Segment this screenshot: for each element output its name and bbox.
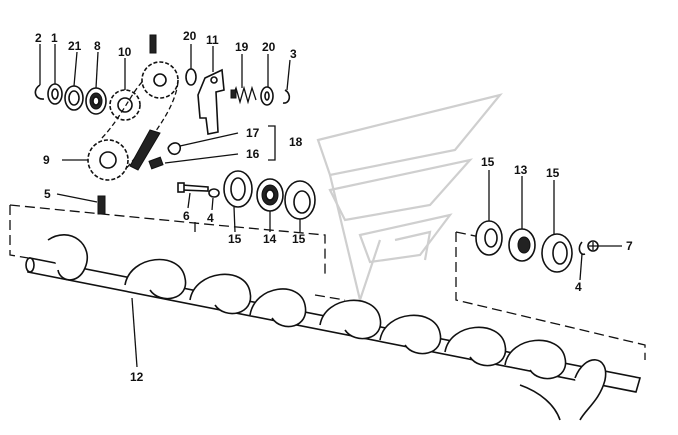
callout-15b: 15 [292,232,306,246]
callout-19: 19 [235,40,249,54]
nut-4a [208,188,220,198]
callout-15a: 15 [228,232,242,246]
callout-17: 17 [246,126,260,140]
callout-11: 11 [206,33,219,47]
auger-flights [47,234,607,421]
washer-20a [185,68,197,86]
watermark-logo [316,93,503,304]
callout-15c: 15 [481,155,495,169]
nut-4b [578,241,586,256]
callout-18: 18 [289,135,303,149]
callout-20b: 20 [262,40,276,54]
callout-21: 21 [68,39,82,53]
tensioner-arm-11 [197,68,225,135]
callout-16: 16 [246,147,260,161]
callout-14: 14 [263,232,277,246]
flange-15c [475,220,503,256]
pin-5 [97,195,106,215]
callout-13: 13 [514,163,528,177]
callout-2: 2 [35,31,42,45]
sprocket-10 [109,89,141,121]
sprocket-upper [141,61,179,99]
callout-4b: 4 [575,280,582,294]
bearing-8 [85,87,107,115]
flange-15a [223,170,253,208]
chain-link-17 [167,142,182,156]
flange-15b [284,180,316,220]
callout-7: 7 [626,239,633,253]
bearing-14 [256,178,284,212]
callout-12: 12 [130,370,144,384]
leader-lines [39,44,622,368]
washer-1 [47,83,63,105]
callout-8: 8 [94,39,101,53]
callout-1: 1 [51,31,58,45]
bearing-21 [64,85,84,111]
sprocket-9 [87,139,129,181]
flange-15d [541,233,573,273]
callout-6: 6 [183,209,190,223]
callout-5: 5 [44,187,51,201]
callout-3: 3 [290,47,297,61]
drive-chain [99,81,179,171]
callout-10: 10 [118,45,132,59]
bolt-6 [177,182,209,193]
callout-4a: 4 [207,211,214,225]
callout-labels: 2 1 21 8 10 20 11 19 20 3 17 18 16 9 5 6… [35,29,633,384]
spring-19 [230,85,257,105]
washer-20b [260,86,274,106]
callout-15d: 15 [546,166,560,180]
pin-top [149,34,157,54]
callout-20a: 20 [183,29,197,43]
bearing-13 [508,228,536,262]
callout-9: 9 [43,153,50,167]
snap-ring-3 [282,89,291,104]
chain-link-16 [148,156,164,170]
snap-ring-2 [34,84,45,100]
nut-7 [587,240,599,252]
